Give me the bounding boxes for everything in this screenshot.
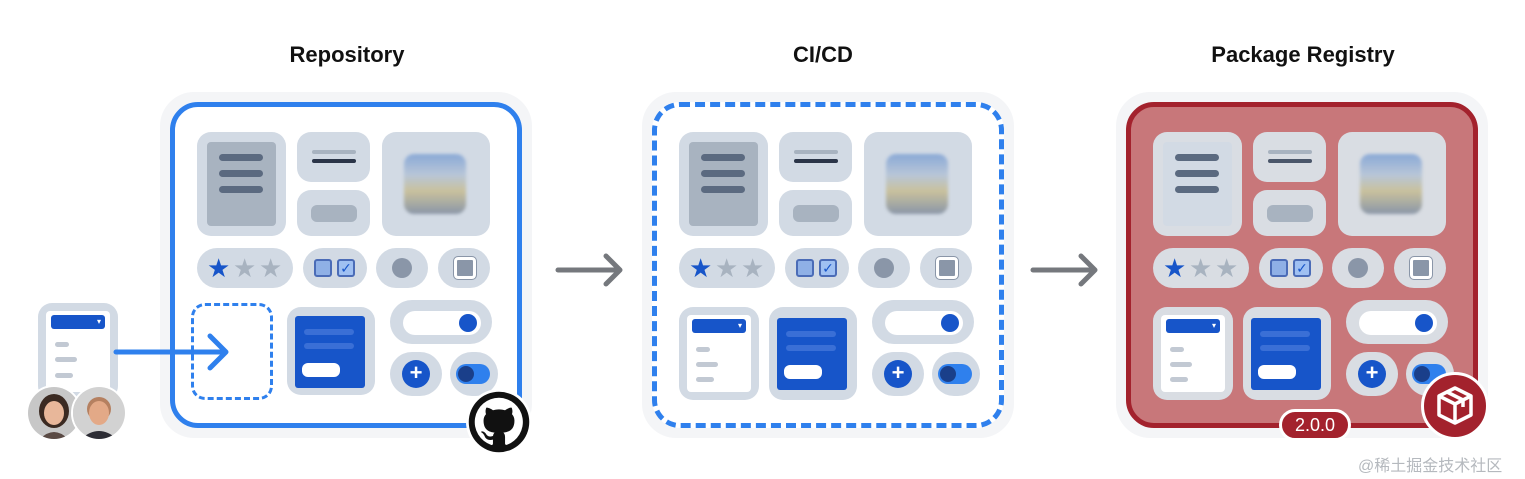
dropdown-line (696, 347, 710, 352)
heading-tile (1253, 132, 1326, 182)
form-submit-button (302, 363, 340, 377)
small-toggle-knob (458, 366, 474, 382)
dropdown-line (1170, 377, 1188, 382)
package-icon (1437, 386, 1473, 425)
input-pill (311, 205, 357, 222)
plus-icon: + (1358, 360, 1386, 388)
document-line (1175, 186, 1219, 193)
dropdown-line (55, 342, 69, 347)
stage-title-cicd: CI/CD (793, 42, 853, 67)
star-icon: ★ (1163, 253, 1187, 283)
stage-title-package-registry: Package Registry (1211, 42, 1395, 67)
form-card (295, 316, 365, 388)
arrow-right-icon (1030, 253, 1098, 287)
dropdown-line (1170, 362, 1192, 367)
form-card (777, 318, 847, 390)
square-checkbox-icon (1409, 256, 1433, 280)
rating-tile (679, 248, 775, 288)
package-logo (1421, 372, 1489, 440)
rating-tile (1153, 248, 1249, 288)
input-pill (1267, 205, 1313, 222)
avatar-man-icon (73, 387, 125, 439)
form-line (304, 343, 354, 349)
checkbox-unchecked (796, 259, 814, 277)
heading-tile (779, 132, 852, 182)
heading-line (794, 150, 838, 154)
star-icon: ★ (207, 253, 231, 283)
star-icon: ★ (689, 253, 713, 283)
star-icon: ★ (715, 253, 739, 283)
dropdown-line (55, 357, 77, 362)
form-line (786, 331, 836, 337)
image-thumbnail (886, 154, 948, 214)
check-icon: ✓ (337, 259, 355, 277)
square-checkbox-icon (453, 256, 477, 280)
chevron-down-icon: ▾ (51, 315, 105, 329)
dropdown-line (1170, 347, 1184, 352)
heading-line (1268, 150, 1312, 154)
heading-line (312, 159, 356, 163)
plus-icon: + (402, 360, 430, 388)
heading-tile (297, 132, 370, 182)
version-badge: 2.0.0 (1279, 409, 1351, 441)
document-line (219, 154, 263, 161)
heading-line (312, 150, 356, 154)
radio-icon (874, 258, 894, 278)
watermark: @稀土掘金技术社区 (1358, 458, 1503, 475)
checkbox-unchecked (1270, 259, 1288, 277)
heading-line (794, 159, 838, 163)
star-icon: ★ (1189, 253, 1213, 283)
github-icon (468, 391, 530, 453)
input-pill (793, 205, 839, 222)
checkbox-unchecked (314, 259, 332, 277)
arrow-right-icon (555, 253, 623, 287)
form-submit-button (1258, 365, 1296, 379)
toggle-knob (1415, 314, 1433, 332)
document-line (701, 154, 745, 161)
small-toggle-knob (1414, 366, 1430, 382)
heading-line (1268, 159, 1312, 163)
checkbox-tile (1259, 248, 1323, 288)
star-icon: ★ (741, 253, 765, 283)
github-logo (466, 389, 532, 455)
star-icon: ★ (259, 253, 283, 283)
document-line (1175, 154, 1219, 161)
document-line (1175, 170, 1219, 177)
image-thumbnail (404, 154, 466, 214)
form-card (1251, 318, 1321, 390)
dropdown-line (696, 362, 718, 367)
document-line (701, 170, 745, 177)
square-checkbox-icon (935, 256, 959, 280)
radio-icon (392, 258, 412, 278)
stage-title-repository: Repository (289, 42, 405, 67)
form-line (1260, 345, 1310, 351)
dropdown-line (55, 373, 73, 378)
star-icon: ★ (233, 253, 257, 283)
checkbox-tile (785, 248, 849, 288)
form-line (304, 329, 354, 335)
check-icon: ✓ (819, 259, 837, 277)
form-submit-button (784, 365, 822, 379)
dropdown-line (696, 377, 714, 382)
document-line (219, 186, 263, 193)
avatar (71, 385, 127, 441)
small-toggle-knob (940, 366, 956, 382)
star-icon: ★ (1215, 253, 1239, 283)
plus-icon: + (884, 360, 912, 388)
chevron-down-icon: ▾ (692, 319, 746, 333)
chevron-down-icon: ▾ (1166, 319, 1220, 333)
radio-icon (1348, 258, 1368, 278)
toggle-knob (459, 314, 477, 332)
document-line (219, 170, 263, 177)
rating-tile (197, 248, 293, 288)
check-icon: ✓ (1293, 259, 1311, 277)
avatar-woman-icon (28, 387, 80, 439)
image-thumbnail (1360, 154, 1422, 214)
checkbox-tile (303, 248, 367, 288)
form-line (1260, 331, 1310, 337)
form-line (786, 345, 836, 351)
toggle-knob (941, 314, 959, 332)
drag-arrow-icon (113, 333, 229, 371)
document-line (701, 186, 745, 193)
